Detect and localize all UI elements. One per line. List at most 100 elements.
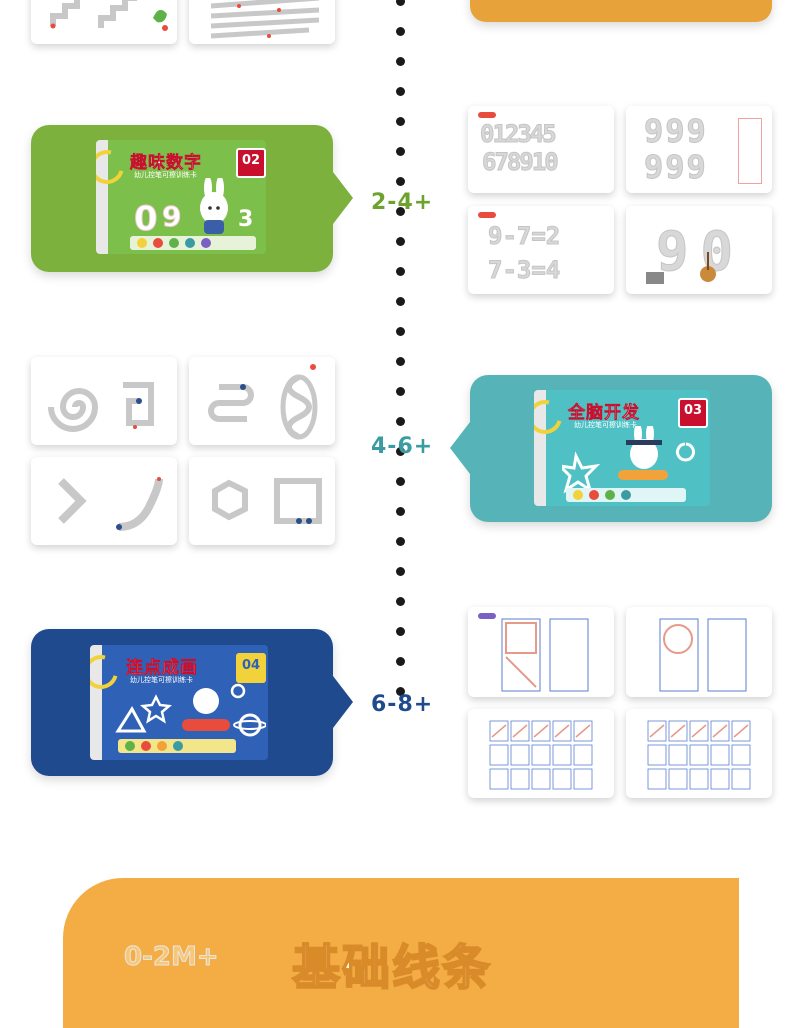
grid-box [731,720,751,742]
cover-title: 全脑开发 [568,403,640,424]
timeline-dot [396,27,405,36]
panel-pointer [333,676,353,728]
worksheet-card-waves [189,357,335,445]
grid-box [489,720,509,742]
grid-box [647,744,667,766]
grid-box [531,744,551,766]
svg-text:9: 9 [162,200,181,233]
grid-mark [712,724,728,738]
grid-box [531,768,551,790]
grid-box [489,744,509,766]
svg-text:3: 3 [238,207,253,232]
book-cover-connect-dots: 连点成画 04 幼儿控笔可擦训练卡 [90,645,268,760]
cover-subtitle: 幼儿控笔可擦训练卡 [574,421,637,429]
grid-box [689,744,709,766]
cover-title: 趣味数字 [130,153,202,174]
hexagon-square-trace-illustration [212,478,322,524]
grid-box [510,720,530,742]
dot-grid-pair [659,618,747,692]
stairs-trace-illustration [50,0,168,31]
timeline-dot [396,447,405,456]
worksheet-card-dotgrid-3 [468,709,614,798]
svg-text:0: 0 [134,199,158,239]
trace-nines-row-2: 999 [644,148,708,187]
timeline-dot [396,237,405,246]
dot-grid-boxes [489,720,593,790]
worksheet-card-numbers-2: 999 999 [626,106,772,193]
grid-box [573,744,593,766]
grid-mark [512,724,528,738]
grid-box [552,768,572,790]
timeline-dot [396,357,405,366]
grid-box [689,768,709,790]
book-cover-numbers: 趣味数字 02 幼儿控笔可擦训练卡 0 9 3 [96,140,266,254]
cover-spine [96,140,108,254]
grid-mark [575,724,591,738]
bottom-banner-title: 基础线条 [291,939,493,997]
grid-box [668,768,688,790]
timeline-dot [396,57,405,66]
cover-number-badge: 02 [236,148,266,178]
equation-row-1: 9-7=2 [487,222,561,251]
zigzag-trace-illustration [210,0,320,39]
grid-box [731,768,751,790]
mini-logo [478,613,496,619]
timeline-dot [396,657,405,666]
grid-box [552,720,572,742]
grid-mark [670,724,686,738]
grid-box [668,744,688,766]
bunny-illustration: 0 9 3 [130,178,256,250]
mini-logo [478,212,496,218]
grid-box [710,720,730,742]
cover-number-badge: 04 [236,653,266,683]
timeline-dot [396,147,405,156]
timeline-dot [396,327,405,336]
worksheet-card-big-numbers: 90 [626,206,772,294]
cover-spine [90,645,102,760]
grid-box [489,768,509,790]
book-cover-brain: 全脑开发 03 幼儿控笔可擦训练卡 [534,390,710,506]
grid-box [731,744,751,766]
timeline-dot [396,267,405,276]
grid-box [710,744,730,766]
dot-grid-pair [501,618,589,692]
trace-digits-row-1: 012345 [480,120,558,149]
timeline-dot [396,207,405,216]
grid-mark [491,724,507,738]
timeline-dot [396,477,405,486]
timeline-dot [396,567,405,576]
worksheet-card-equations: 9-7=2 7-3=4 [468,206,614,294]
age-label-4-6: 4-6+ [371,434,434,459]
grid-mark [733,724,749,738]
mini-logo [478,112,496,118]
timeline-dot [396,687,405,696]
grid-box [573,720,593,742]
worksheet-card-shapes-1 [31,457,177,545]
astronaut-rocket-illustration [115,683,266,753]
worksheet-card-dotgrid-1 [468,607,614,697]
panel-pointer [450,422,470,474]
top-right-panel [470,0,772,22]
worksheet-card-numbers-1: 012345 678910 [468,106,614,193]
grid-mark [533,724,549,738]
cover-spine [534,390,546,506]
dot-grid-boxes [647,720,751,790]
worksheet-card-dotgrid-4 [626,709,772,798]
cover-subtitle: 幼儿控笔可擦训练卡 [134,171,197,179]
timeline-dot [396,507,405,516]
big-trace-digits: 90 [655,220,746,284]
grid-box [573,768,593,790]
cover-title: 连点成画 [126,658,198,679]
worksheet-card-top-left-2 [189,0,335,44]
bunny-pencil-illustration [562,426,695,502]
bottom-banner-age: 0-2M+ [124,942,220,973]
timeline-dot [396,117,405,126]
grid-box [647,720,667,742]
timeline-dot [396,0,405,6]
timeline-dot [396,537,405,546]
worksheet-card-shapes-2 [189,457,335,545]
spiral-trace-illustration [48,382,154,432]
trace-digits-row-2: 678910 [482,148,560,177]
worksheet-card-dotgrid-2 [626,607,772,697]
worksheet-card-spiral [31,357,177,445]
